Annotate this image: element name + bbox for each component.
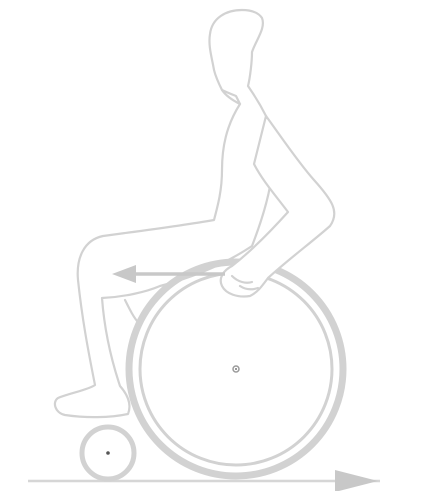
chair-frame — [125, 300, 138, 322]
person-silhouette — [55, 10, 274, 417]
travel-direction-arrow — [335, 470, 378, 491]
caster-wheel — [82, 427, 134, 479]
body-outline — [55, 10, 274, 417]
